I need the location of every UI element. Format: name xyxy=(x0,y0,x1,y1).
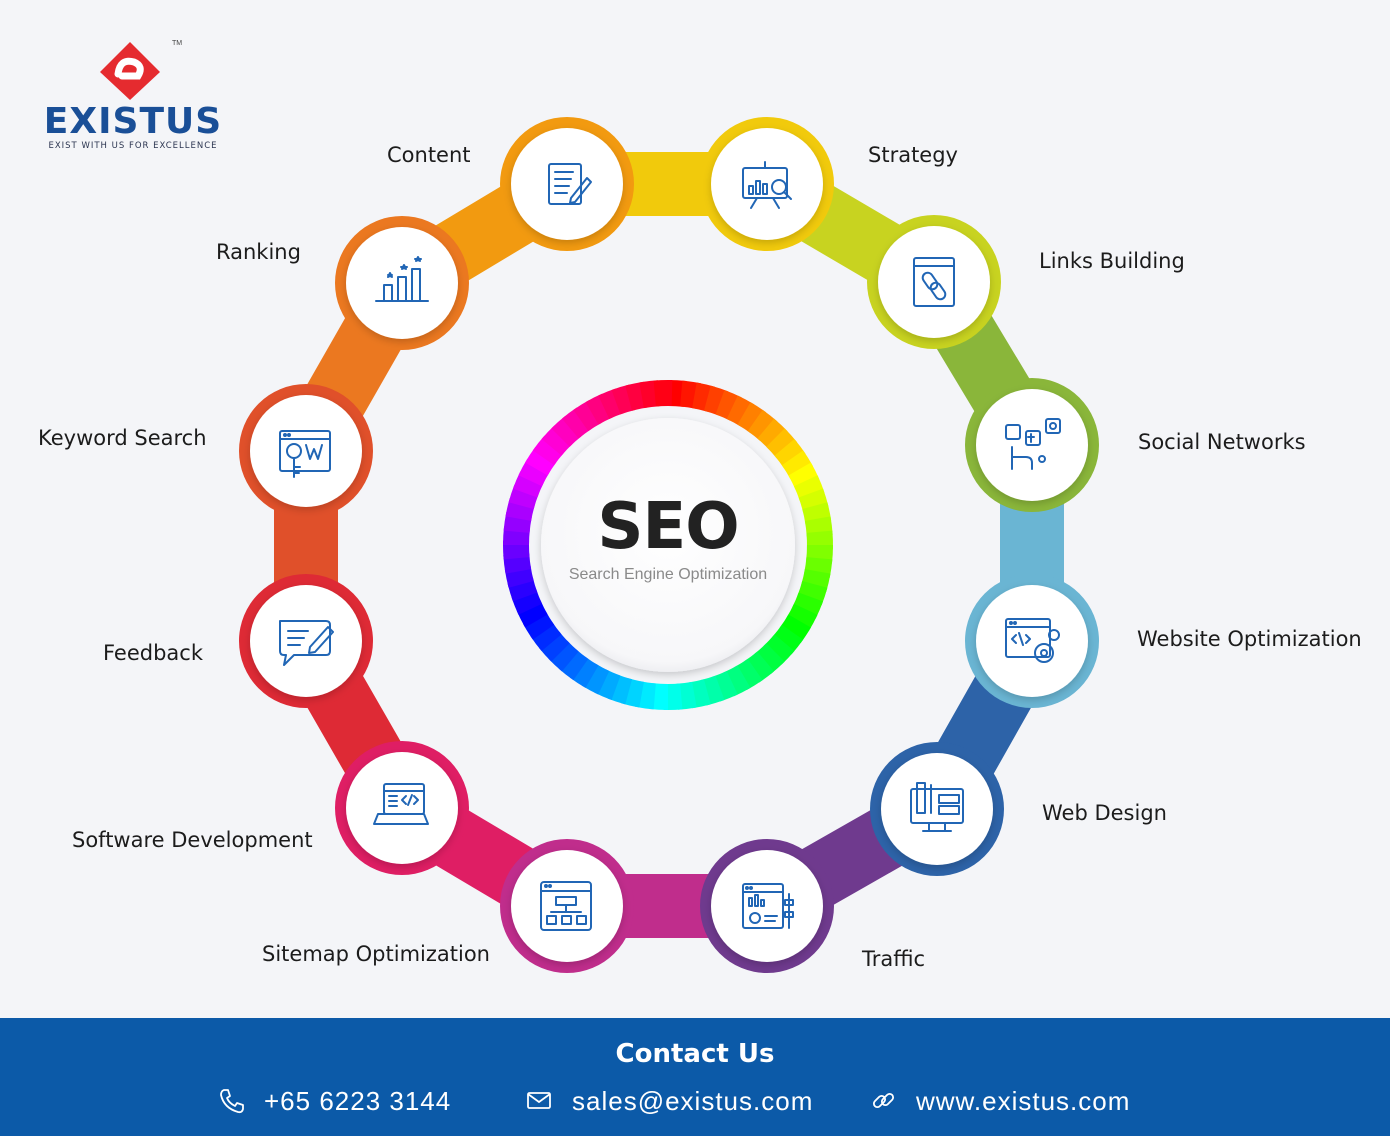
ranking-bars-icon xyxy=(375,256,429,302)
label-social-networks: Social Networks xyxy=(1138,430,1306,454)
logo-mark-icon xyxy=(100,42,160,100)
social-media-icon xyxy=(1005,418,1061,470)
node-disc xyxy=(346,227,458,339)
center-rainbow-ring xyxy=(503,380,833,710)
node-disc xyxy=(250,395,362,507)
node-disc xyxy=(881,753,993,865)
browser-settings-icon xyxy=(1005,618,1060,663)
brand-name: EXISTUS xyxy=(43,101,223,142)
keyword-key-icon xyxy=(279,430,331,478)
document-edit-icon xyxy=(548,163,592,205)
node-10 xyxy=(239,384,373,518)
label-links-building: Links Building xyxy=(1039,249,1185,273)
phone-icon xyxy=(220,1089,244,1114)
label-strategy: Strategy xyxy=(868,143,958,167)
mail-icon xyxy=(527,1092,551,1109)
label-content: Content xyxy=(387,143,471,167)
node-disc xyxy=(346,752,458,864)
node-disc xyxy=(250,585,362,697)
label-software-development: Software Development xyxy=(72,828,313,852)
label-web-design: Web Design xyxy=(1042,801,1167,825)
sitemap-icon xyxy=(540,881,592,931)
link-page-icon xyxy=(913,257,955,307)
node-0 xyxy=(500,117,634,251)
label-traffic: Traffic xyxy=(862,947,926,971)
node-5 xyxy=(870,742,1004,876)
contact-footer: Contact Us +65 6223 3144 sales@existus.c… xyxy=(0,1018,1390,1136)
label-website-optimization: Website Optimization xyxy=(1137,627,1362,651)
node-3 xyxy=(965,378,1099,512)
node-11 xyxy=(335,216,469,350)
brand-tagline: EXIST WITH US FOR EXCELLENCE xyxy=(48,141,218,151)
phone-number[interactable]: +65 6223 3144 xyxy=(264,1086,452,1116)
node-6 xyxy=(700,839,834,973)
trademark: TM xyxy=(172,40,183,47)
link-icon xyxy=(872,1092,895,1109)
chat-edit-icon xyxy=(279,620,334,666)
monitor-design-icon xyxy=(910,782,964,832)
presentation-chart-icon xyxy=(742,161,792,209)
label-ranking: Ranking xyxy=(216,240,301,264)
center-disc xyxy=(541,418,795,672)
node-disc xyxy=(976,585,1088,697)
center-subtitle: Search Engine Optimization xyxy=(568,566,768,583)
analytics-dashboard-icon xyxy=(742,883,794,929)
contact-title: Contact Us xyxy=(615,1039,775,1069)
label-keyword-search: Keyword Search xyxy=(38,426,207,450)
label-sitemap-optimization: Sitemap Optimization xyxy=(262,942,490,966)
brand-logo[interactable]: TM EXISTUS EXIST WITH US FOR EXCELLENCE xyxy=(38,40,238,160)
website-url[interactable]: www.existus.com xyxy=(916,1086,1131,1116)
node-8 xyxy=(335,741,469,875)
center-title: SEO xyxy=(597,490,739,564)
node-disc xyxy=(511,128,623,240)
code-laptop-icon xyxy=(373,783,429,825)
node-7 xyxy=(500,839,634,973)
email-address[interactable]: sales@existus.com xyxy=(572,1086,814,1116)
node-disc xyxy=(711,850,823,962)
label-feedback: Feedback xyxy=(103,641,204,665)
node-9 xyxy=(239,574,373,708)
node-4 xyxy=(965,574,1099,708)
node-2 xyxy=(867,215,1001,349)
rainbow-arc xyxy=(653,380,673,407)
node-1 xyxy=(700,117,834,251)
node-group xyxy=(239,117,1099,973)
seo-ring-diagram xyxy=(239,117,1099,973)
